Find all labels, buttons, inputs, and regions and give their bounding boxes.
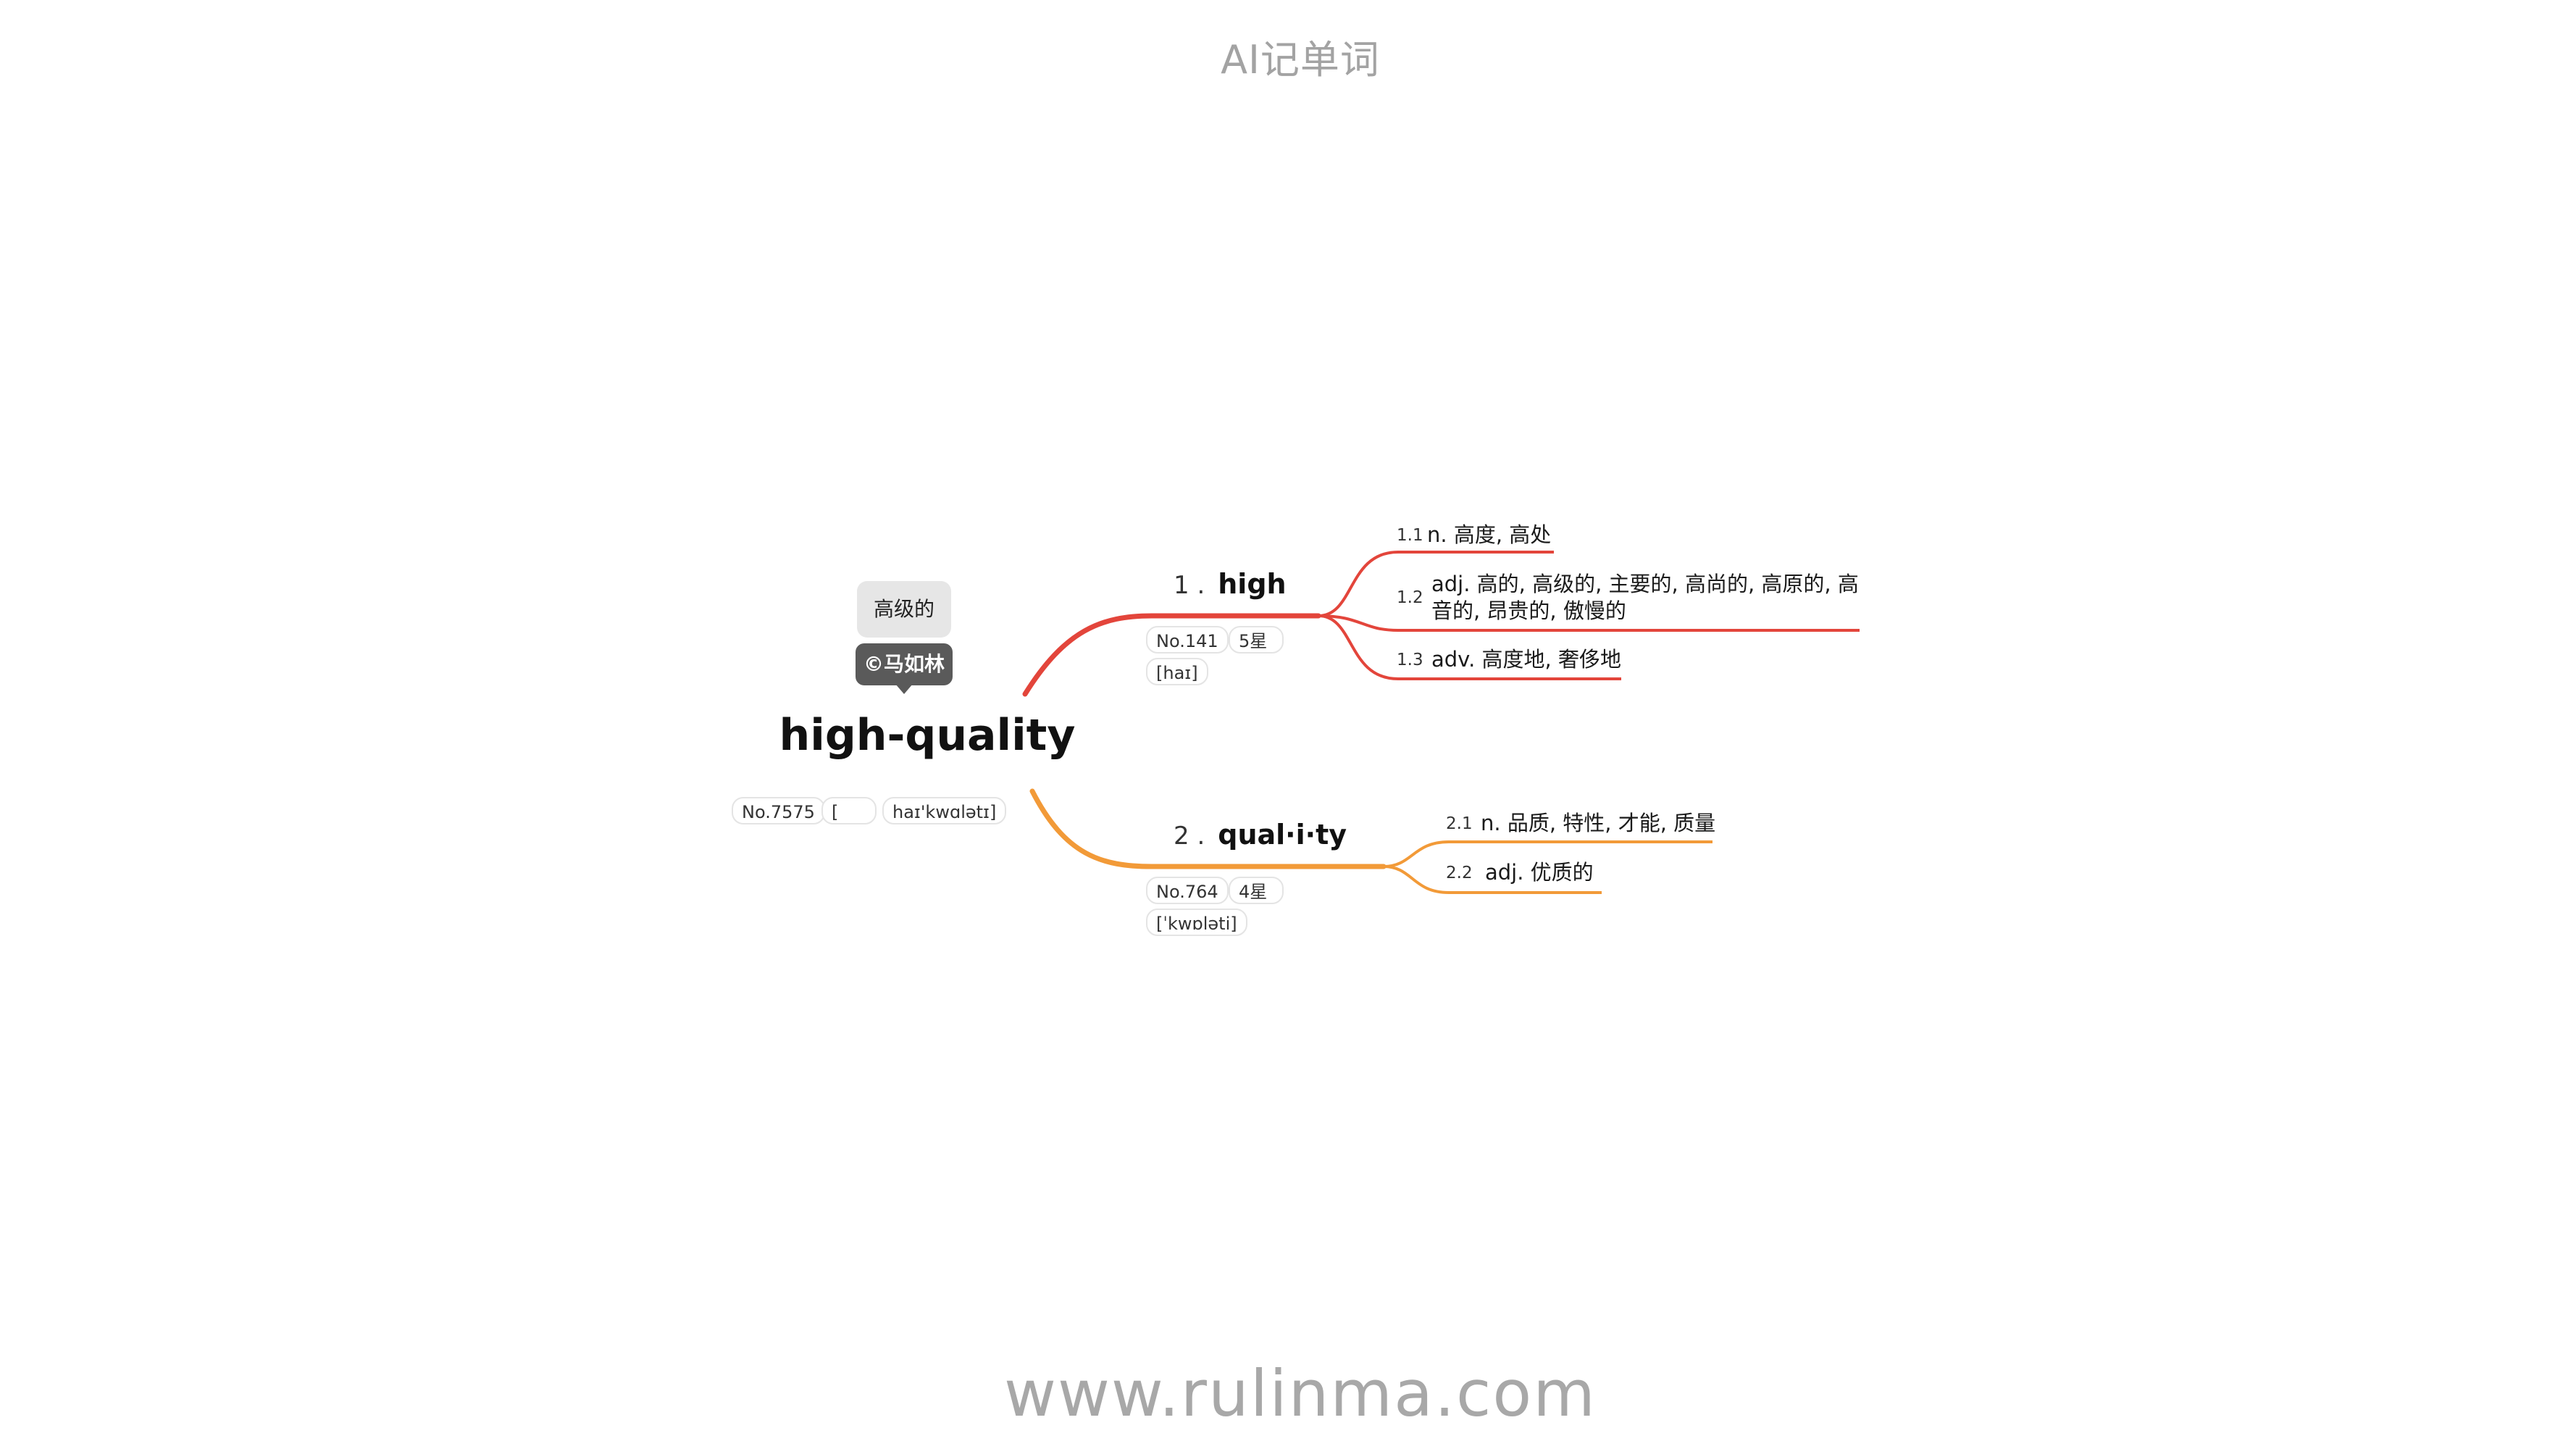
branch-2-main-line	[1029, 788, 1387, 869]
definition-number: 1.2	[1397, 588, 1423, 607]
definition-number: 2.1	[1446, 814, 1473, 833]
branch-2-number: 2 .	[1174, 822, 1205, 851]
branch-1-word: high	[1218, 568, 1287, 600]
branch-2-star-badge: 4星	[1229, 877, 1284, 904]
branch-1-sub-line-3	[1318, 614, 1621, 680]
definition-number: 1.3	[1397, 651, 1423, 669]
app-title: AI记单词	[1221, 37, 1380, 83]
definition-text: adv. 高度地, 奢侈地	[1431, 647, 1621, 672]
definition-number: 1.1	[1397, 526, 1423, 545]
branch-2-node[interactable]: 2 . qual·i·ty	[1174, 819, 1347, 851]
branch-1-node[interactable]: 1 . high	[1174, 568, 1287, 600]
branch-1-rank-badge: No.141	[1146, 626, 1229, 653]
central-phonetic-badge: haɪ'kwɑlətɪ]	[882, 797, 1007, 824]
central-rank-badge: No.7575	[732, 797, 825, 824]
definition-text: adj. 高的, 高级的, 主要的, 高尚的, 高原的, 高音的, 昂贵的, 傲…	[1431, 572, 1859, 623]
footer-url: www.rulinma.com	[1003, 1356, 1597, 1431]
definition-text: n. 品质, 特性, 才能, 质量	[1481, 811, 1716, 835]
branch-1-sub-line-2	[1318, 614, 1860, 632]
branch-1-star-badge: 5星	[1229, 626, 1284, 653]
definition-text: n. 高度, 高处	[1427, 522, 1552, 547]
gloss-bubble: 高级的	[857, 581, 951, 638]
branch-1-number: 1 .	[1174, 571, 1205, 600]
copyright-tag-pointer	[895, 684, 913, 694]
branch-2-word: qual·i·ty	[1218, 819, 1347, 851]
definition-number: 2.2	[1446, 864, 1473, 882]
definition-text: adj. 优质的	[1485, 860, 1594, 885]
branch-2-rank-badge: No.764	[1146, 877, 1229, 904]
branch-1-phonetic-badge: [haɪ]	[1146, 658, 1208, 685]
central-word[interactable]: high-quality	[779, 710, 1076, 761]
branch-2-phonetic-badge: [ˈkwɒləti]	[1146, 909, 1247, 936]
branch-1-sub-line-1	[1318, 551, 1554, 617]
central-phonetic-open-badge: [	[821, 797, 877, 824]
branch-2-sub-line-1	[1383, 840, 1713, 868]
branch-1-main-line	[1022, 613, 1321, 697]
branch-2-sub-line-2	[1383, 865, 1602, 894]
copyright-tag: ©马如林	[856, 643, 953, 685]
